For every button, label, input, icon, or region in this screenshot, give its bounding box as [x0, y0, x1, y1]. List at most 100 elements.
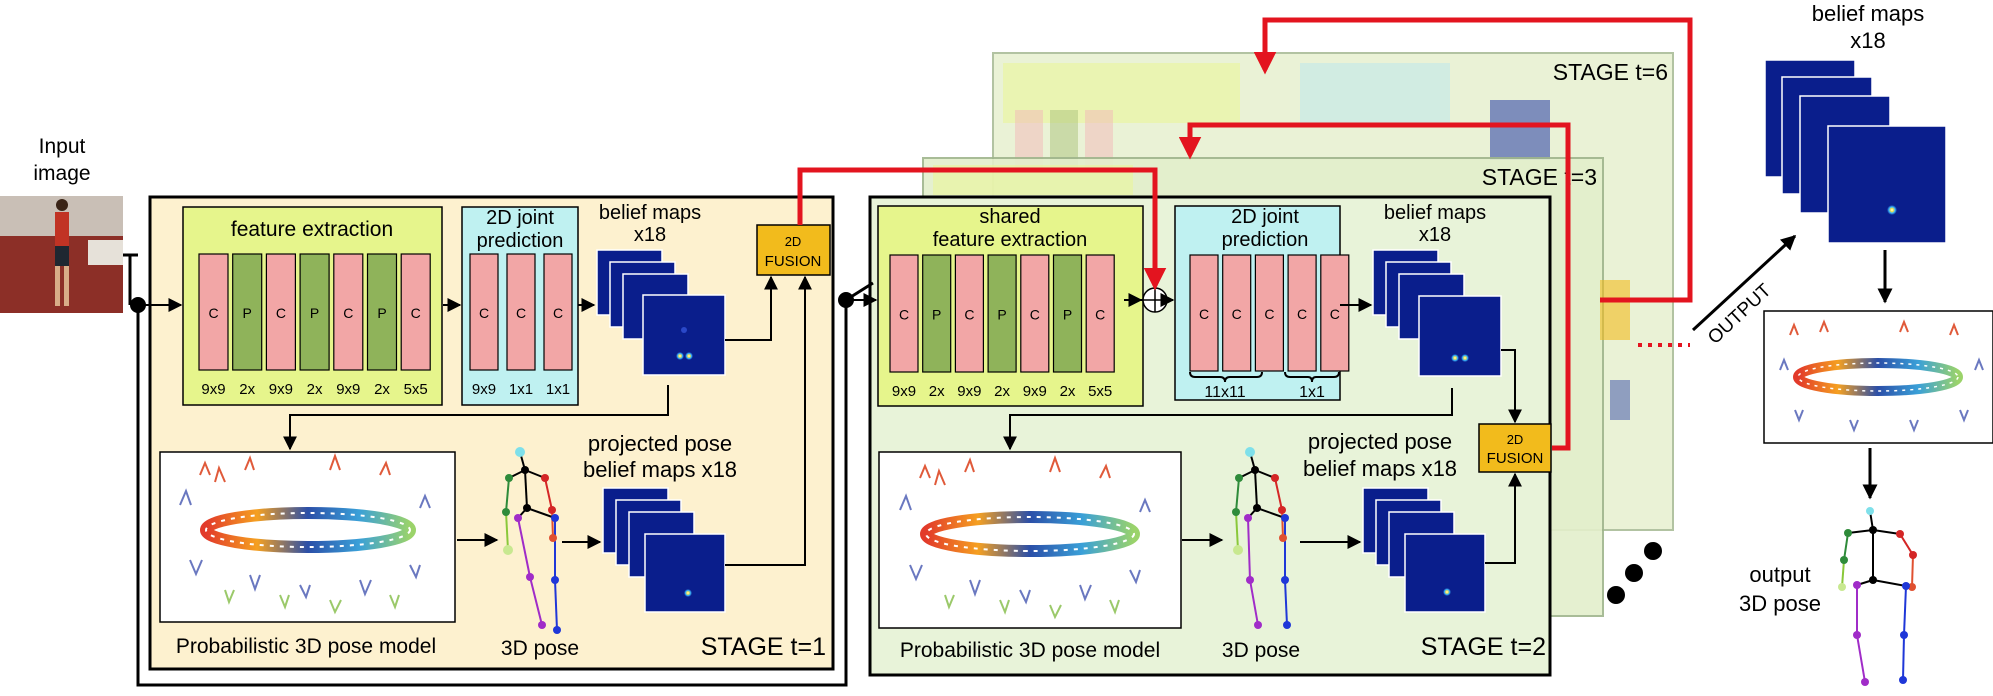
- stage-1-3d-pose-figure: [502, 447, 561, 634]
- stage-1-label: STAGE t=1: [701, 633, 826, 661]
- stage1-kernel-label-1: 2x: [239, 381, 255, 398]
- stage2-layer-label-0: C: [1199, 306, 1209, 322]
- stage-1-belief-title-2: x18: [634, 224, 666, 246]
- stage-2-fusion-line2: FUSION: [1487, 450, 1544, 467]
- stage1-layer-4: [333, 253, 364, 371]
- stage-2-projected-map-stack: [1362, 487, 1486, 613]
- stage-2-fusion-line1: 2D: [1507, 432, 1524, 447]
- stage2-layer-5: [1052, 254, 1083, 373]
- stage2-layer-label-3: C: [1297, 306, 1307, 322]
- red-feedback-connectors: [797, 17, 1693, 451]
- output-pose-label-2: 3D pose: [1739, 591, 1821, 616]
- stage2-kernel-label-6: 5x5: [1088, 383, 1112, 400]
- stage1-kernel-label-1: 1x1: [509, 381, 533, 398]
- stage1-kernel-label-6: 5x5: [404, 381, 428, 398]
- stage-2-belief-title-1: belief maps: [1384, 202, 1486, 224]
- input-title-1: Input: [39, 135, 86, 158]
- stage1-layer-3: [299, 253, 330, 371]
- stage2-layer-4: [1020, 254, 1050, 373]
- black-connectors: [123, 253, 1522, 687]
- stage2-layer-3: [1287, 254, 1317, 372]
- stage1-layer-2: [543, 253, 573, 371]
- stage-2-projected-title-2: belief maps x18: [1303, 456, 1457, 481]
- stage2-layer-label-2: C: [1264, 306, 1274, 322]
- stage-1-projected-title-1: projected pose: [588, 431, 732, 456]
- stage-1-joint-kernels: 9x9 1x1 1x1: [472, 381, 570, 398]
- stage1-kernel-label-4: 9x9: [336, 381, 360, 398]
- stage-1-joint-title-2: prediction: [477, 230, 564, 252]
- stage-2-belief-title-2: x18: [1419, 224, 1451, 246]
- stage1-kernel-label-0: 9x9: [472, 381, 496, 398]
- stage-2-joint-title-2: prediction: [1222, 229, 1309, 251]
- stage2-layer-label-2: C: [964, 307, 974, 323]
- input-title-2: image: [33, 162, 90, 185]
- stage1-layer-label-2: C: [276, 305, 286, 321]
- stage1-kernel-label-2: 9x9: [269, 381, 293, 398]
- output-pose-label-1: output: [1749, 562, 1810, 587]
- output-belief-title-2: x18: [1850, 28, 1885, 53]
- stage-1-belief-title-1: belief maps: [599, 202, 701, 224]
- stage-2-pose-model-image: [899, 455, 1151, 620]
- stage-2-label: STAGE t=2: [1421, 633, 1546, 661]
- stage2-kernel-label-1: 2x: [929, 383, 945, 400]
- stage2-layer-label-4: C: [1030, 307, 1040, 323]
- stage-2-joint-brace-b: [1284, 371, 1340, 383]
- stage-2-model-label: Probabilistic 3D pose model: [900, 639, 1160, 662]
- stage1-layer-label-4: C: [343, 305, 353, 321]
- stage2-layer-label-0: C: [899, 307, 909, 323]
- stage1-layer-6: [400, 253, 431, 371]
- stage1-layer-label-5: P: [377, 305, 386, 321]
- continuation-dots: [1607, 542, 1662, 604]
- stage1-layer-0: [198, 253, 229, 371]
- stage1-layer-1: [232, 253, 263, 371]
- output-arrow: [1691, 234, 1797, 332]
- stage-3-label: STAGE t=3: [1482, 164, 1597, 190]
- stage-2-joint-brace-a: [1189, 371, 1263, 383]
- stage2-layer-2: [954, 254, 985, 373]
- stage1-layer-0: [469, 253, 499, 371]
- stage-2-projected-title-1: projected pose: [1308, 429, 1452, 454]
- input-image-group: Input image: [0, 135, 123, 313]
- stage1-layer-1: [506, 253, 536, 371]
- stage2-kernel-label-3: 2x: [994, 383, 1010, 400]
- output-3d-pose-figure: [1838, 507, 1917, 686]
- stage-2-belief-map-stack: [1372, 249, 1502, 377]
- stage-2-feature-title-1: shared: [979, 206, 1040, 228]
- stage2-layer-1: [1222, 254, 1252, 372]
- stage-2-3d-pose-figure: [1232, 447, 1291, 629]
- stage-1-projected-title-2: belief maps x18: [583, 457, 737, 482]
- output-belief-title-1: belief maps: [1812, 1, 1925, 26]
- stage1-kernel-label-3: 2x: [307, 381, 323, 398]
- stage1-kernel-label-5: 2x: [374, 381, 390, 398]
- output-pose-model-image: [1779, 319, 1984, 433]
- stage2-kernel-label-4: 9x9: [1023, 383, 1047, 400]
- stage2-kernel-label-2: 9x9: [957, 383, 981, 400]
- stage-1-fusion-box: [756, 224, 831, 276]
- stage1-kernel-label-2: 1x1: [546, 381, 570, 398]
- stage2-layer-label-5: P: [1063, 307, 1072, 323]
- stage1-layer-label-3: P: [310, 305, 319, 321]
- stage-1-pose-model-image: [179, 453, 431, 615]
- stage-1-feature-title: feature extraction: [231, 218, 393, 241]
- stage-1-pose-label: 3D pose: [501, 637, 579, 660]
- stage2-kernel-label-5: 2x: [1060, 383, 1076, 400]
- stage-1-model-label: Probabilistic 3D pose model: [176, 635, 436, 658]
- stage2-layer-3: [987, 254, 1017, 373]
- stage-6-label: STAGE t=6: [1553, 59, 1668, 85]
- stage-2-joint-kernel-b: 1x1: [1299, 384, 1325, 401]
- stage-2-joint-title-1: 2D joint: [1231, 206, 1299, 228]
- stage1-layer-label-1: C: [516, 305, 526, 321]
- stage2-layer-6: [1085, 254, 1115, 373]
- stage1-layer-2: [265, 253, 296, 371]
- stage1-layer-label-0: C: [208, 305, 218, 321]
- stage2-layer-label-6: C: [1095, 307, 1105, 323]
- output-group: OUTPUT belief maps x18 output 3D pose: [1691, 1, 1993, 686]
